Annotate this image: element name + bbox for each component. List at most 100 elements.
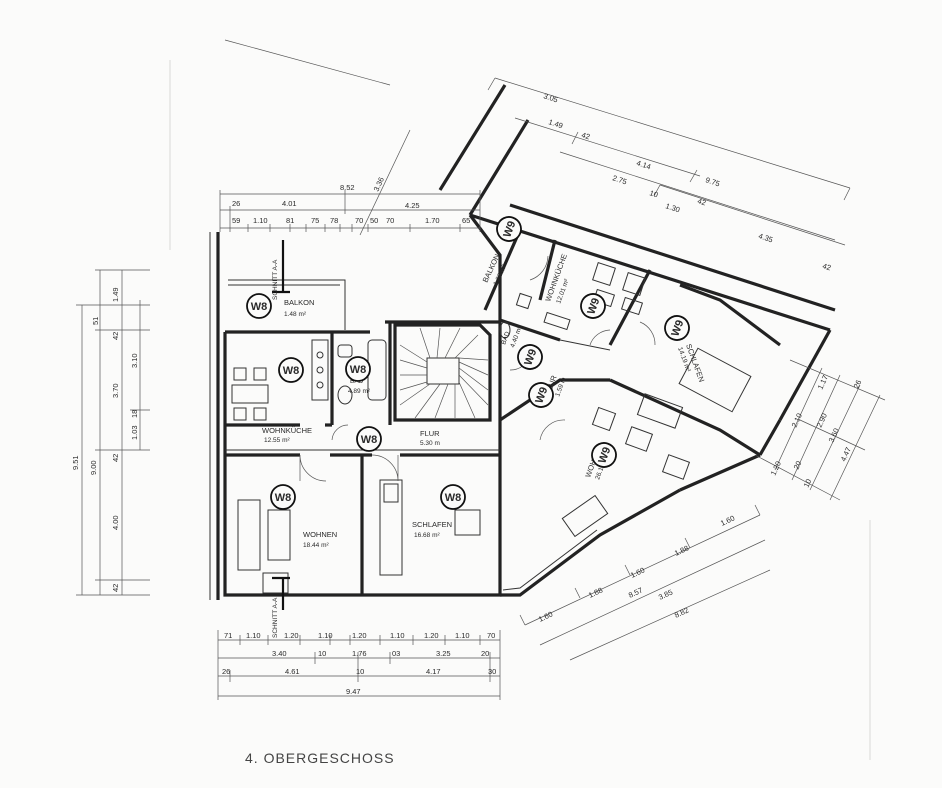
dim-r-8: 10	[802, 477, 814, 488]
dim-bot-r2-1: 10	[318, 649, 326, 658]
dim-lr-0: 1.60	[537, 609, 554, 623]
dim-r-7: 20	[792, 459, 804, 470]
dim-bot-r1-6: 1.20	[424, 631, 439, 640]
dim-left-b-5: 42	[111, 454, 120, 462]
svg-text:W8: W8	[361, 434, 378, 446]
dim-bot-r2-0: 3.40	[272, 649, 287, 658]
dim-left-a-0: 1.49	[111, 287, 120, 302]
svg-text:W9: W9	[669, 319, 686, 339]
dimension-lines-lower-right	[519, 504, 771, 661]
sheet-edge-line	[224, 39, 391, 86]
room-area-w8-flur: 5.30 m	[420, 440, 440, 447]
dim-bot-r1-3: 1.10	[318, 631, 333, 640]
dim-bot-r1-4: 1.20	[352, 631, 367, 640]
unit-badge-w8-living: W8	[270, 484, 296, 510]
dimension-lines-bottom	[217, 630, 501, 700]
dim-ur-8: 9.75	[704, 175, 721, 188]
unit-badge-w8-bedroom: W8	[440, 484, 466, 510]
dim-top-r2-5: 70	[355, 216, 363, 225]
section-label-bottom: SCHNITT A-A	[272, 597, 279, 638]
dim-bot-r2-4: 3.25	[436, 649, 451, 658]
dim-ur-10: 42	[821, 261, 832, 272]
svg-text:W9: W9	[522, 348, 539, 368]
dim-bot-overall: 9.47	[346, 687, 361, 696]
room-area-w8-balkon: 1.48 m²	[284, 311, 307, 318]
dim-r-2: 2.10	[790, 412, 804, 429]
dim-left-b-1: 42	[111, 332, 120, 340]
w9-furniture	[499, 262, 752, 538]
dim-top-r2-8: 1.70	[425, 216, 440, 225]
dimension-lines-upper-right	[487, 77, 851, 246]
dim-bot-r3-4: 30	[488, 667, 496, 676]
unit-badge-w8-hall: W8	[356, 426, 382, 452]
dim-left-a-2: 4.00	[111, 515, 120, 530]
dim-top-overall: 8.52	[340, 183, 355, 192]
room-name-w8-wohnen: WOHNEN	[303, 530, 337, 539]
dim-bot-r1-1: 1.10	[246, 631, 261, 640]
dim-ur-0: 3.05	[542, 91, 559, 104]
dim-bot-r1-2: 1.20	[284, 631, 299, 640]
dim-ur-7: 42	[696, 196, 707, 207]
dim-ur-3: 4.14	[635, 158, 652, 171]
dim-bot-r1-7: 1.10	[455, 631, 470, 640]
dim-bot-r3-0: 26	[222, 667, 230, 676]
dim-left-b-2: 3.10	[130, 353, 139, 368]
dim-lr-3: 1.88	[673, 543, 690, 557]
unit-badge-w9-kitchen: W9	[580, 293, 606, 319]
dim-bot-r3-2: 10	[356, 667, 364, 676]
room-area-w8-wohnen: 18.44 m²	[303, 542, 329, 549]
dim-bot-r1-8: 70	[487, 631, 495, 640]
room-name-w9-bad: BAD	[500, 330, 511, 345]
svg-text:W8: W8	[283, 365, 300, 377]
dim-bot-r3-3: 4.17	[426, 667, 441, 676]
room-name-w8-schlafen: SCHLAFEN	[412, 520, 452, 529]
room-area-w8-schlafen: 16.68 m²	[414, 532, 440, 539]
dim-left-b-4: 18	[130, 410, 139, 418]
dim-bot-r2-2: 1.76	[352, 649, 367, 658]
dimension-lines-top	[219, 129, 481, 236]
room-name-w8-balkon: BALKON	[284, 298, 314, 307]
dim-left-b-0: 51	[91, 317, 100, 325]
dim-ur-4: 2.75	[611, 173, 628, 186]
dim-top-r1-1: 4.01	[282, 199, 297, 208]
room-name-w8-flur: FLUR	[420, 429, 440, 438]
dim-ur-1: 1.49	[547, 117, 564, 130]
dim-left-b-3: 1.03	[130, 425, 139, 440]
svg-text:W8: W8	[275, 492, 292, 504]
svg-text:W8: W8	[350, 364, 367, 376]
staircase	[399, 327, 489, 419]
section-label-top: SCHNITT A-A	[272, 259, 279, 300]
dimension-lines-left	[76, 269, 150, 596]
dim-lr-4: 1.60	[719, 513, 736, 527]
dim-ur-5: 10	[648, 188, 659, 199]
w8-kitchen-furniture	[231, 339, 329, 421]
dim-left-a-1: 3.70	[111, 383, 120, 398]
dim-top-r1-2: 4.25	[405, 201, 420, 210]
section-line-a-a	[272, 240, 290, 610]
dim-bot-r2-3: 03	[392, 649, 400, 658]
dimension-lines-right	[754, 359, 886, 501]
dim-lr-6: 3.85	[657, 587, 674, 601]
unit-badge-w9-bath: W9	[517, 344, 543, 370]
dim-top-r2-1: 1.10	[253, 216, 268, 225]
dim-left-mid: 9.00	[89, 460, 98, 475]
dim-top-r2-0: 59	[232, 216, 240, 225]
w8-door-swings	[299, 424, 399, 482]
dim-top-r2-3: 75	[311, 216, 319, 225]
svg-text:W9: W9	[501, 220, 518, 240]
dim-top-r2-2: 81	[286, 216, 294, 225]
dim-top-r2-6: 50	[370, 216, 378, 225]
room-area-w8-wohnkueche: 12.55 m²	[264, 437, 290, 444]
dim-r-5: 4.47	[839, 446, 853, 463]
svg-text:W9: W9	[533, 386, 550, 406]
dim-r-3: 2.90	[815, 412, 829, 429]
dim-ur-6: 1.30	[664, 201, 681, 214]
dim-lr-1: 1.88	[587, 585, 604, 599]
room-area-w8-bad: 4.89 m²	[348, 388, 371, 395]
w9-walls	[438, 84, 836, 597]
dim-lr-7: 8.82	[673, 605, 690, 619]
svg-text:W9: W9	[596, 446, 613, 466]
dim-bot-r3-1: 4.61	[285, 667, 300, 676]
